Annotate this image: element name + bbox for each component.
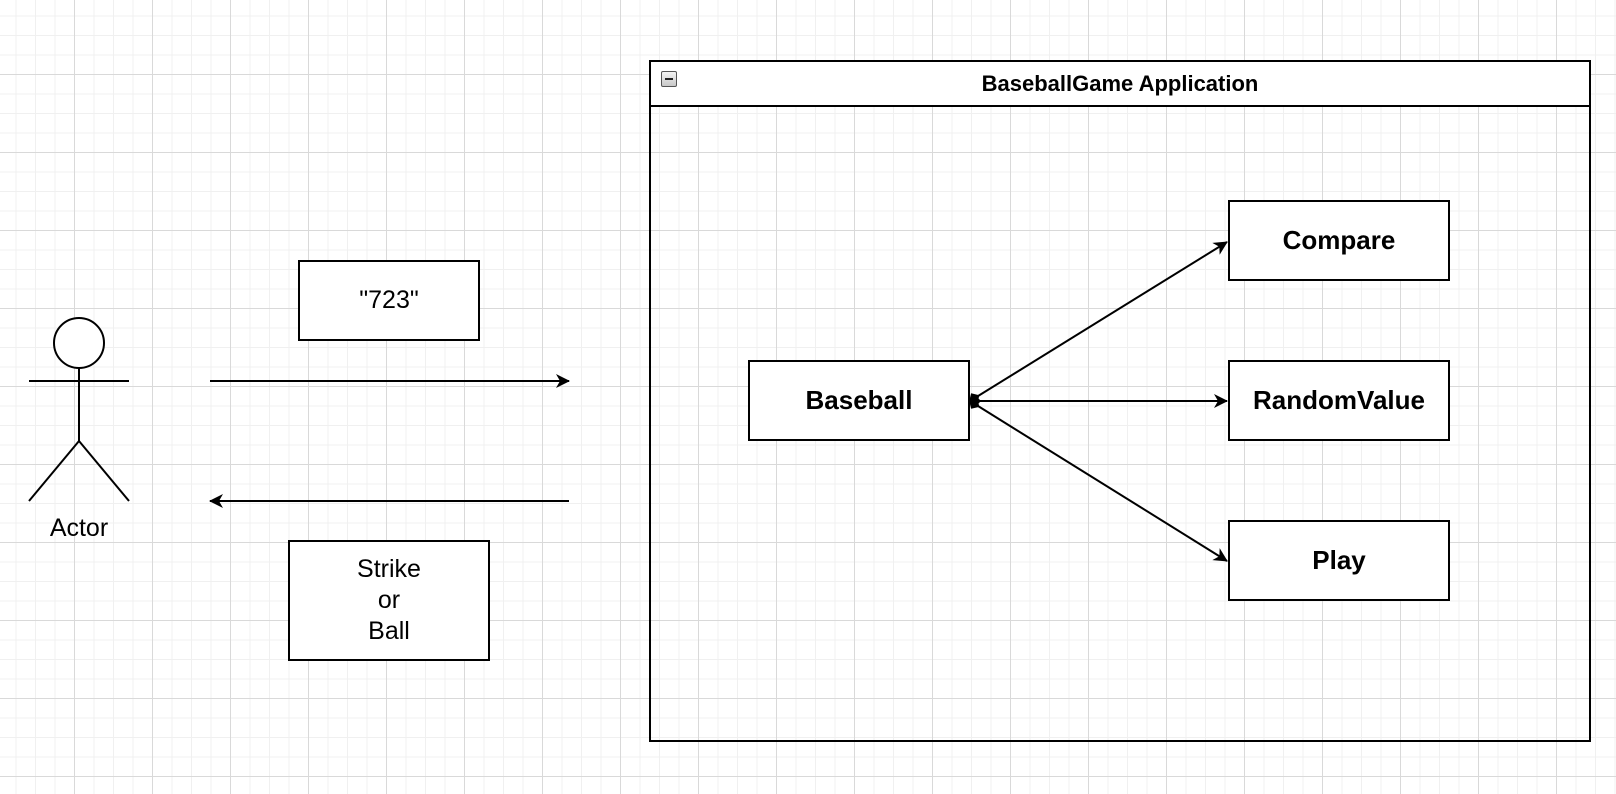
component-compare-label: Compare — [1282, 225, 1396, 255]
request-message-text: "723" — [359, 286, 419, 314]
component-play-label: Play — [1312, 545, 1366, 575]
actor-figure[interactable] — [28, 317, 130, 502]
component-play[interactable]: Play — [1228, 520, 1450, 601]
component-compare[interactable]: Compare — [1228, 200, 1450, 281]
application-boundary[interactable]: BaseballGame Application — [649, 60, 1591, 742]
actor-right-leg — [78, 440, 130, 502]
response-message-box[interactable]: Strike or Ball — [288, 540, 490, 661]
baseball-to-play-arrow[interactable] — [969, 398, 1228, 562]
response-message-line: Strike — [357, 555, 421, 583]
component-baseball-label: Baseball — [805, 385, 913, 415]
actor-left-leg — [28, 440, 80, 502]
actor-label: Actor — [49, 514, 109, 542]
baseball-to-compare-arrow[interactable] — [969, 241, 1228, 404]
response-message-line: Ball — [368, 617, 410, 645]
response-message-line: or — [377, 586, 401, 614]
component-baseball[interactable]: Baseball — [748, 360, 970, 441]
application-header[interactable]: BaseballGame Application — [651, 62, 1589, 107]
request-message-lines: "723" — [359, 285, 418, 316]
application-title: BaseballGame Application — [981, 70, 1259, 96]
actor-head — [53, 317, 105, 369]
request-message-box[interactable]: "723" — [298, 260, 480, 341]
component-randomvalue[interactable]: RandomValue — [1228, 360, 1450, 441]
component-randomvalue-label: RandomValue — [1253, 385, 1425, 415]
collapse-icon[interactable] — [661, 71, 677, 87]
response-message-lines: Strike or Ball — [357, 554, 421, 647]
